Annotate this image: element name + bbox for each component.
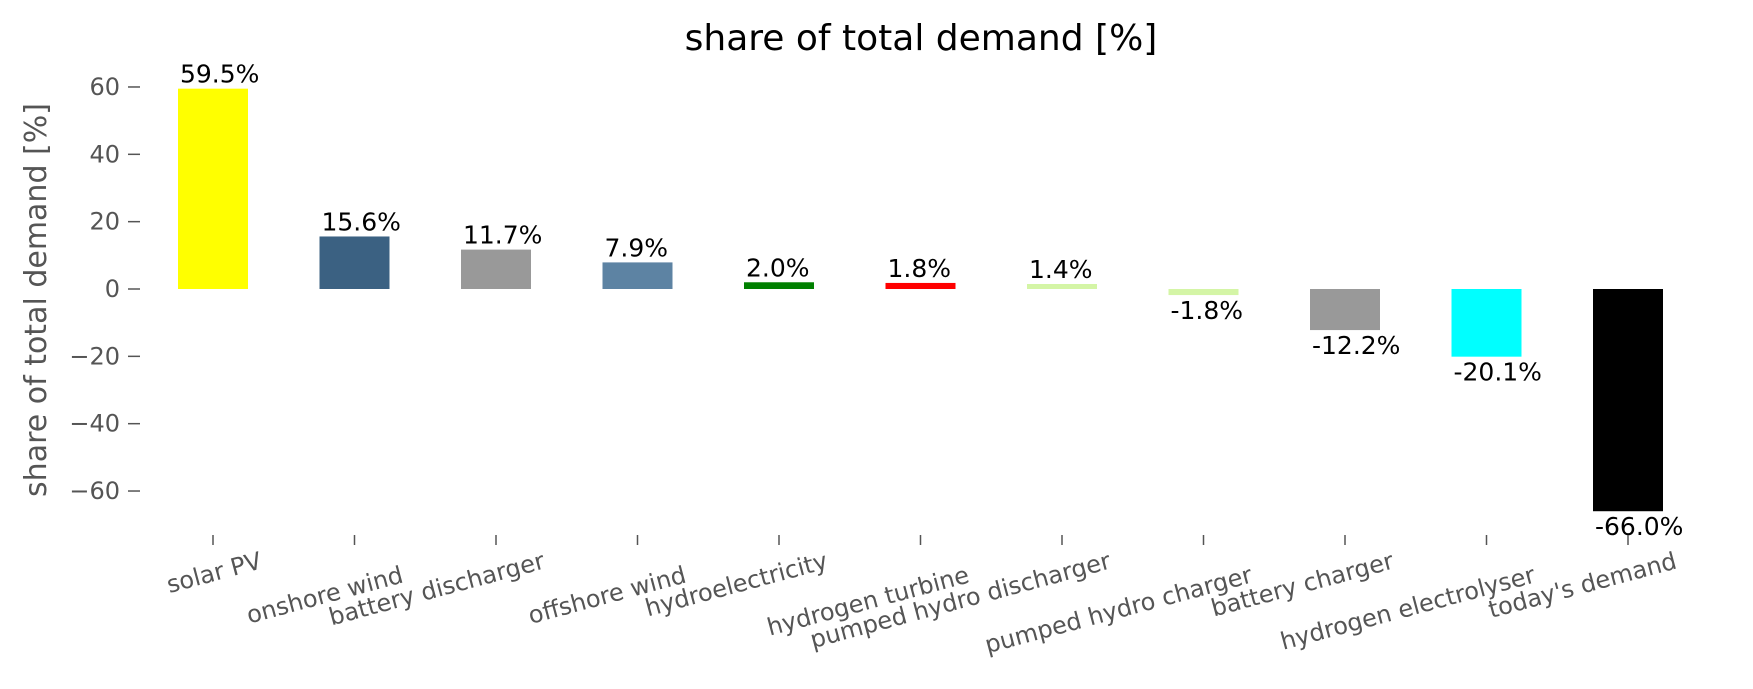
data-label: 59.5% <box>180 60 259 89</box>
chart-title: share of total demand [%] <box>685 18 1158 59</box>
bar <box>461 249 531 289</box>
data-label: -20.1% <box>1454 358 1542 387</box>
data-label: 15.6% <box>322 207 401 236</box>
bar <box>1310 289 1380 331</box>
bar <box>1027 284 1097 289</box>
bar <box>319 236 390 289</box>
bar <box>1451 289 1522 357</box>
y-tick-label: 0 <box>105 275 120 303</box>
y-tick-label: 60 <box>89 73 120 101</box>
y-axis-label: share of total demand [%] <box>19 103 54 497</box>
data-label: -12.2% <box>1312 331 1400 360</box>
y-tick-label: −20 <box>69 342 120 370</box>
bar <box>602 262 673 289</box>
data-label: -66.0% <box>1595 512 1683 541</box>
x-tick-label: solar PV <box>164 547 265 599</box>
data-label: 7.9% <box>605 233 669 262</box>
data-label: 1.8% <box>888 254 952 283</box>
y-tick-label: −40 <box>69 410 120 438</box>
data-label: -1.8% <box>1171 296 1244 325</box>
data-label: 11.7% <box>463 221 542 250</box>
bar <box>885 282 956 289</box>
bar <box>744 282 814 289</box>
y-tick-label: 40 <box>89 140 120 168</box>
bar <box>178 88 248 289</box>
y-axis: 60 40 20 0 −20 −40 −60 <box>69 73 140 505</box>
y-tick-label: 20 <box>89 208 120 236</box>
bar <box>1168 289 1239 296</box>
data-label: 2.0% <box>746 253 810 282</box>
bar <box>1593 289 1663 512</box>
bars: 59.5% 15.6% 11.7% 7.9% 2.0% 1.8% 1.4% -1.8% -12.… <box>178 60 1683 541</box>
data-label: 1.4% <box>1029 255 1093 284</box>
y-tick-label: −60 <box>69 477 120 505</box>
